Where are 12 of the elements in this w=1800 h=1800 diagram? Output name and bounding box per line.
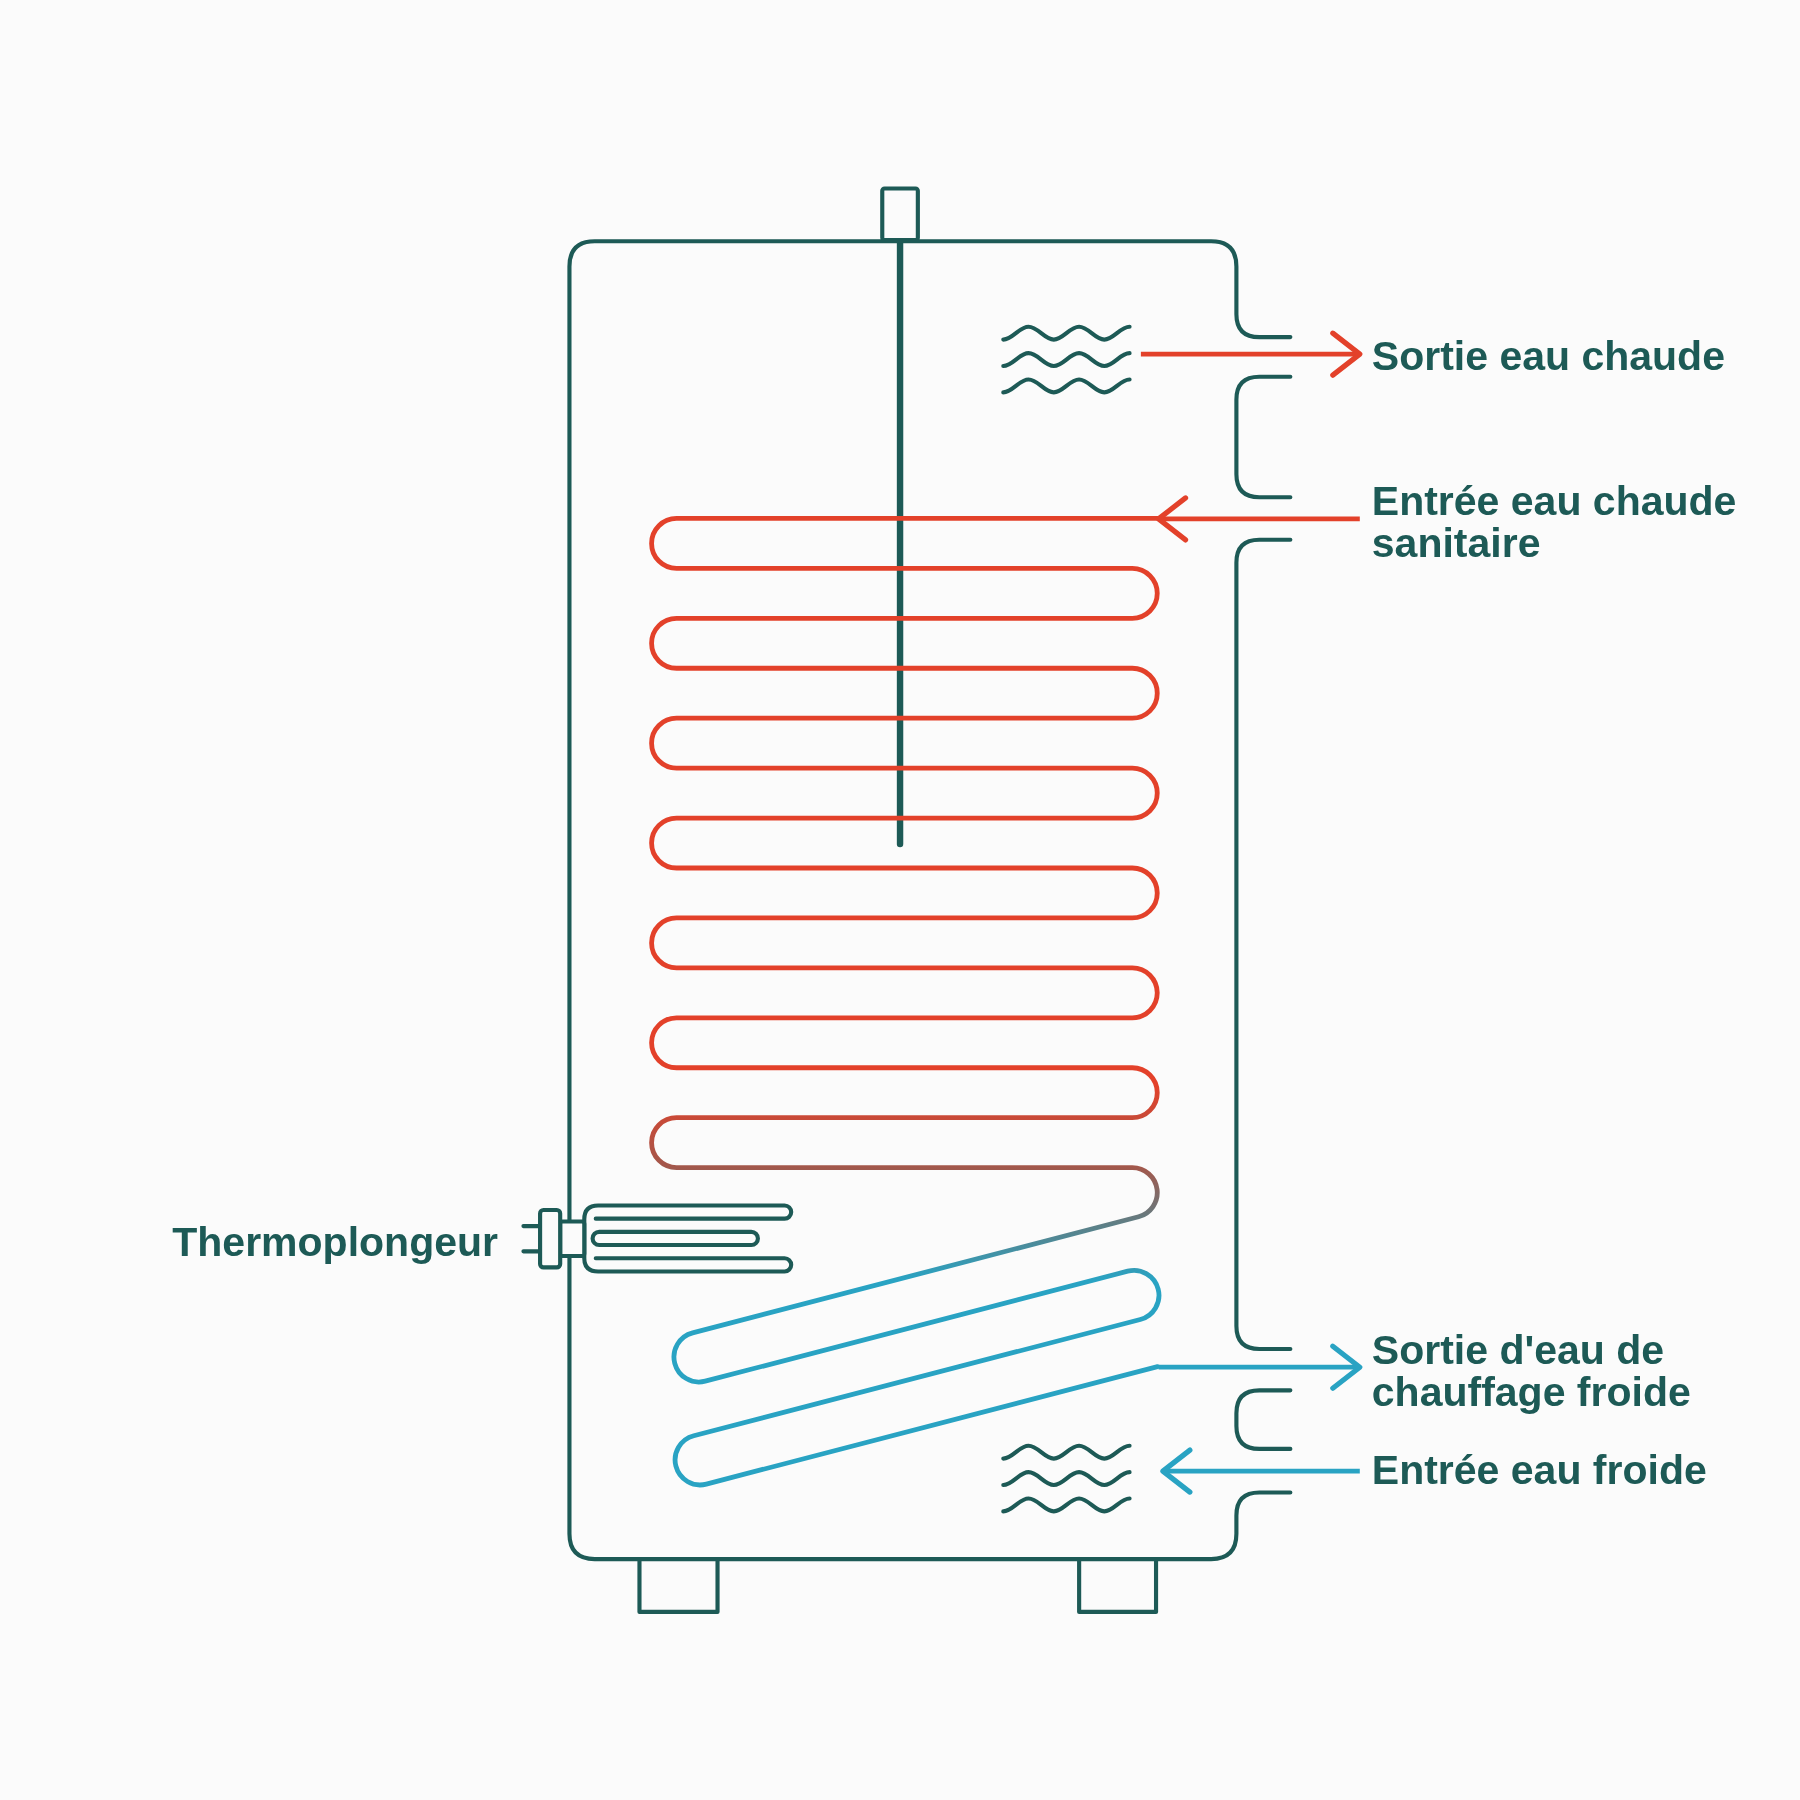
arrow <box>1158 1343 1363 1391</box>
flow-label: Entrée eau froide <box>1371 1448 1708 1491</box>
flow-label: Sortie eau chaude <box>1371 335 1727 378</box>
flow-label: Sortie d'eau de chauffage froide <box>1371 1329 1692 1414</box>
arrow <box>1140 330 1363 378</box>
waves-icon <box>1001 323 1132 395</box>
storage-tank <box>565 184 1294 1614</box>
part-label: Thermoplongeur <box>172 1220 498 1263</box>
arrow <box>1160 1447 1360 1495</box>
arrow <box>1155 495 1360 543</box>
waves-icon <box>1001 1442 1132 1515</box>
flow-label: Entrée eau chaude sanitaire <box>1371 479 1738 564</box>
